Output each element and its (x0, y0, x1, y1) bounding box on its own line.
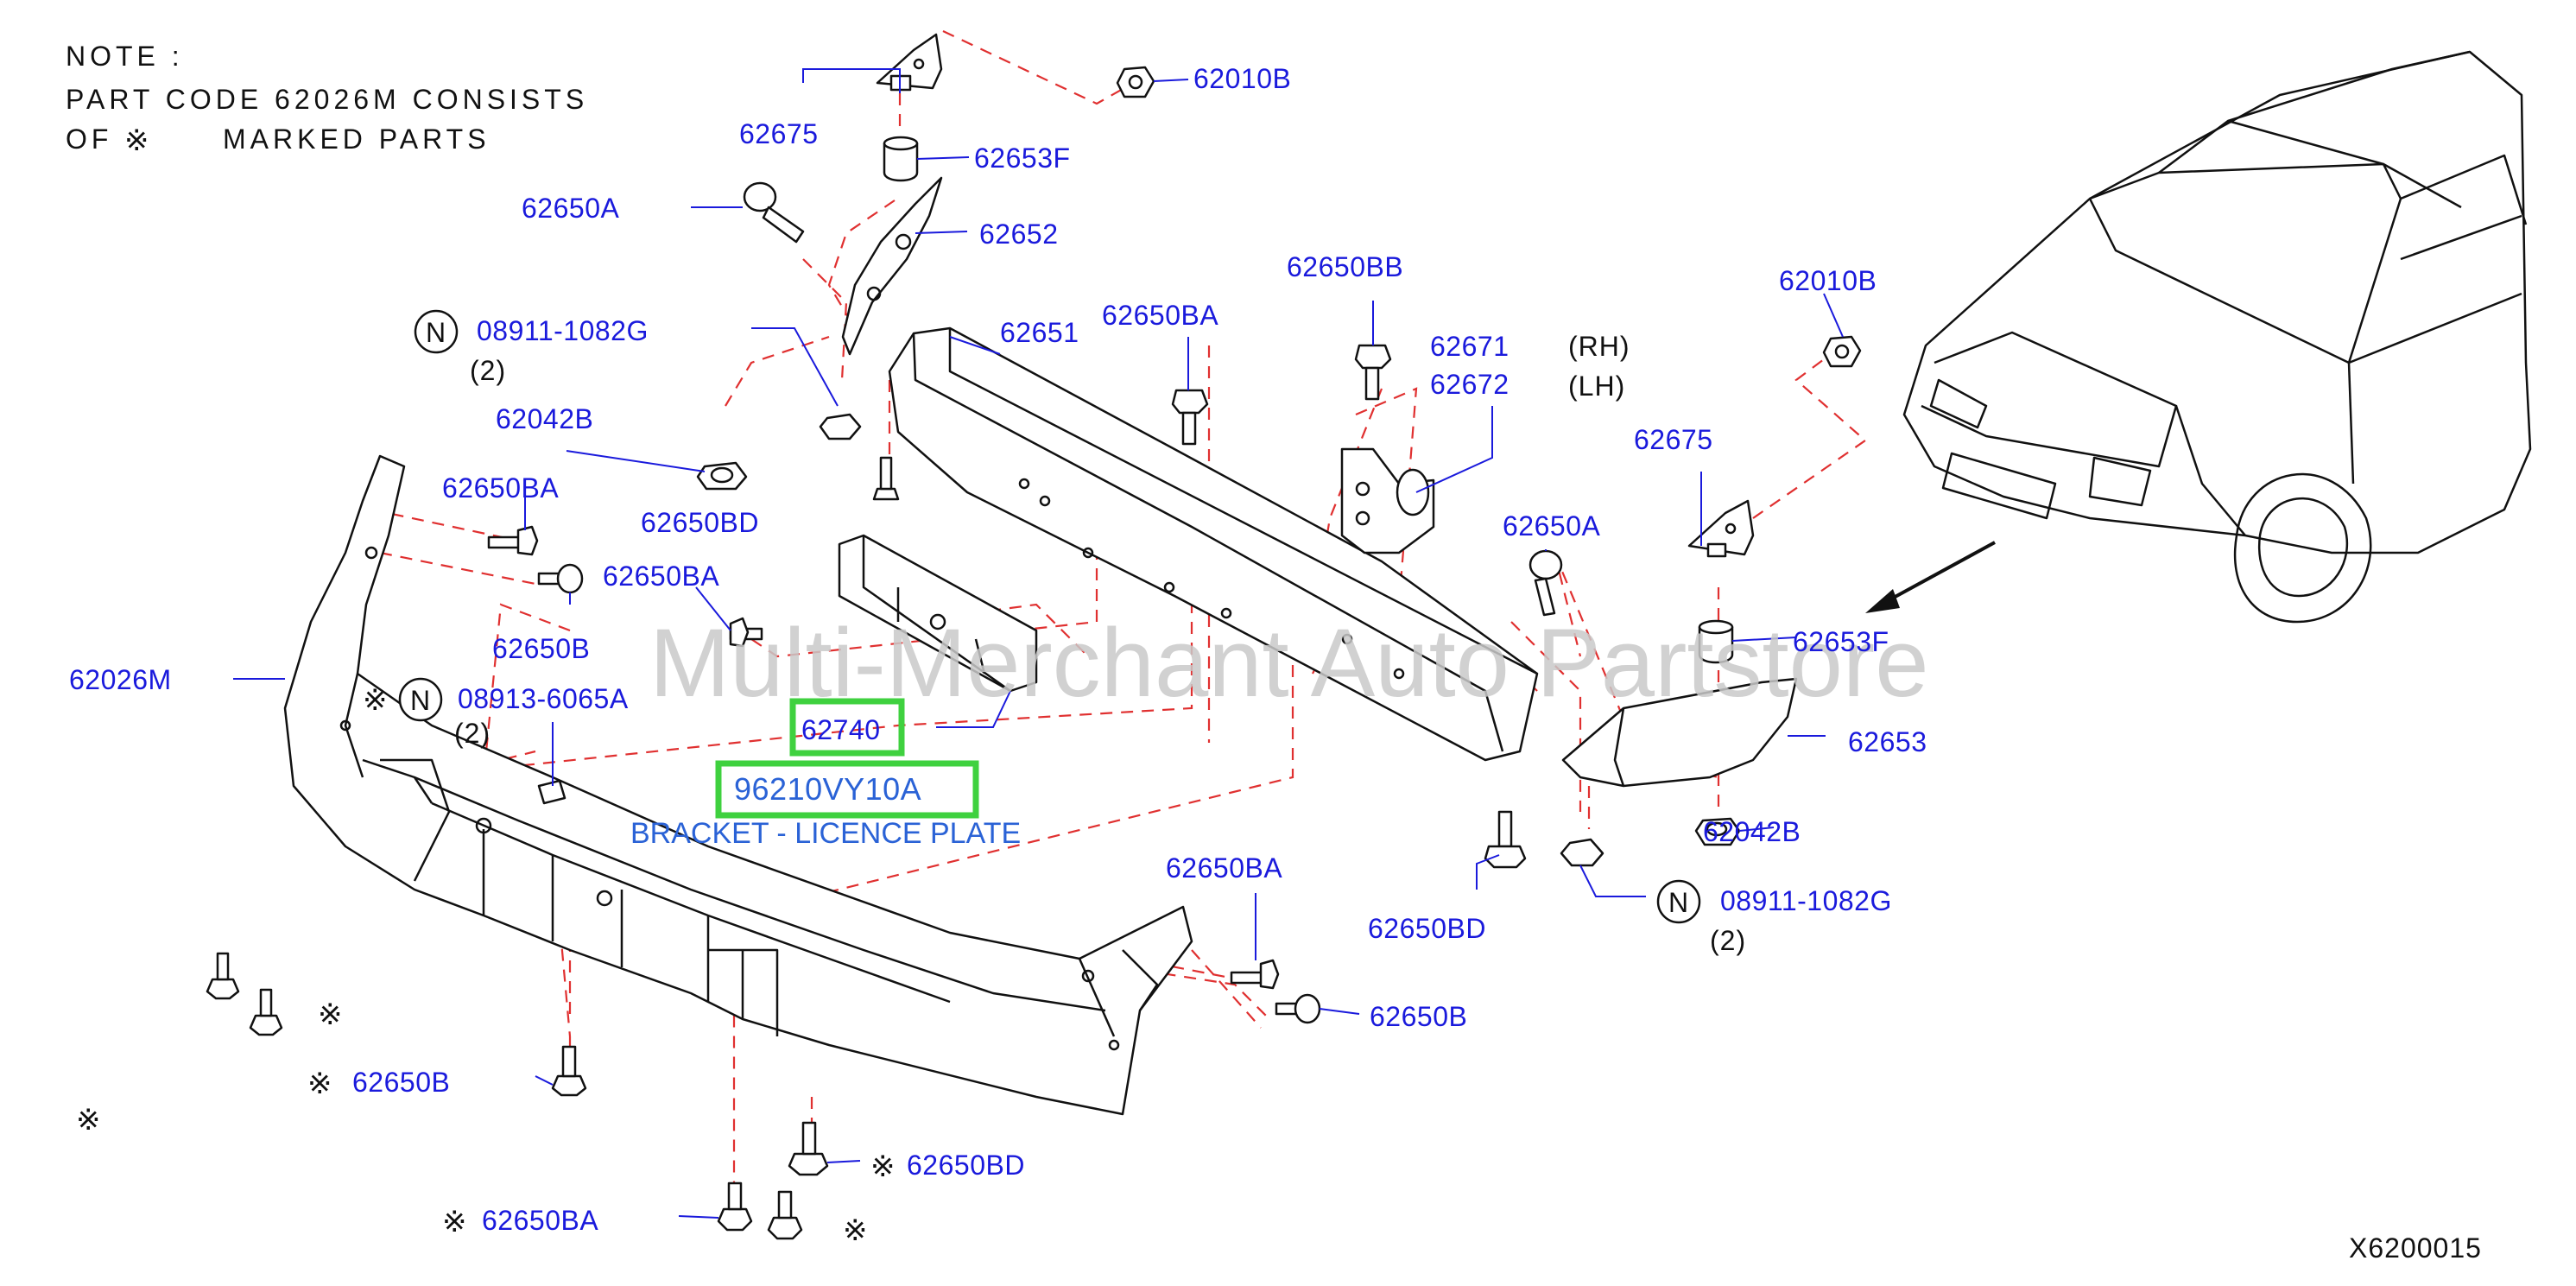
nut-62010B-top (1116, 66, 1155, 98)
label-62650A-right[interactable]: 62650A (1503, 510, 1600, 542)
nut-62042B-right (1694, 817, 1741, 846)
n-symbol-text-1: N (426, 317, 446, 348)
bolt-62650B-left-1 (537, 563, 584, 594)
label-96210VY10A[interactable]: 96210VY10A (734, 771, 921, 807)
label-08913-6065A[interactable]: 08913-6065A (458, 683, 629, 714)
nut-62010B-right (1822, 335, 1862, 368)
bolt-62650BD-bottom (788, 1121, 829, 1176)
label-62650BA-4[interactable]: 62650BA (1166, 852, 1282, 884)
bolt-marked-2 (249, 988, 283, 1036)
label-62010B-top[interactable]: 62010B (1193, 63, 1291, 94)
bracket-62652 (841, 176, 943, 356)
label-62675-right[interactable]: 62675 (1634, 424, 1712, 455)
watermark-text: Multi-Merchant Auto Partstore (649, 609, 1928, 717)
note-line-2: PART CODE 62026M CONSISTS (66, 84, 588, 115)
label-62650BD-2[interactable]: 62650BD (1368, 913, 1486, 944)
screw-62650A-right (1529, 549, 1563, 617)
diagram-code: X6200015 (2349, 1232, 2482, 1264)
label-62650A-top[interactable]: 62650A (522, 193, 619, 224)
label-62650BD-1[interactable]: 62650BD (641, 507, 759, 538)
highlight-box-62740 (789, 698, 905, 757)
marker-icon-b: ※ (76, 1104, 101, 1137)
label-62740[interactable]: 62740 (801, 714, 880, 745)
label-62651[interactable]: 62651 (1000, 317, 1079, 348)
bolt-62650BD-right (1484, 810, 1527, 869)
qty-08911-top: (2) (470, 355, 506, 386)
highlight-box-96210VY10A (715, 760, 979, 819)
direction-arrow-icon (1865, 541, 1996, 613)
label-62650BB[interactable]: 62650BB (1287, 251, 1403, 282)
note-marker-icon: ※ (124, 124, 149, 157)
bracket-62671-62672 (1340, 447, 1435, 554)
label-62650B-1[interactable]: 62650B (492, 633, 590, 664)
qty-08911-right: (2) (1710, 925, 1746, 956)
callout-leader-lines (233, 68, 1844, 1219)
marker-icon-a: ※ (318, 998, 343, 1031)
qty-08913: (2) (454, 718, 491, 749)
vehicle-outline-icon (1902, 50, 2532, 624)
side-rh: (RH) (1568, 331, 1630, 362)
reinforcement-62740 (838, 534, 1038, 693)
nut-62042B-top (696, 461, 748, 491)
label-62675-top[interactable]: 62675 (739, 118, 818, 149)
n-symbol-icon-1 (414, 309, 459, 354)
label-62650B-2[interactable]: 62650B (1370, 1001, 1467, 1032)
label-62650B-3[interactable]: 62650B (352, 1067, 450, 1098)
note-line-1: NOTE : (66, 41, 184, 72)
bracket-62675-top (876, 33, 943, 92)
label-62042B-right[interactable]: 62042B (1703, 816, 1801, 847)
label-62042B-top[interactable]: 62042B (496, 403, 593, 434)
note-line-3-suffix: MARKED PARTS (223, 124, 491, 155)
label-62010B-right[interactable]: 62010B (1779, 265, 1877, 296)
bolt-62650BA-left-2 (729, 617, 763, 648)
bolt-marked-3 (767, 1190, 803, 1240)
marker-icon-62650BA: ※ (442, 1206, 467, 1238)
rubber-62653F-top (883, 136, 919, 182)
marker-icon-62650BD: ※ (870, 1150, 896, 1183)
side-lh: (LH) (1568, 371, 1625, 402)
bolt-62650BA-bottom (717, 1181, 753, 1232)
label-62653[interactable]: 62653 (1848, 726, 1927, 757)
label-62026M[interactable]: 62026M (69, 664, 172, 695)
label-bracket-licence-plate: BRACKET - LICENCE PLATE (630, 817, 1021, 850)
clip-08911-right (1560, 838, 1604, 867)
label-62650BA-2[interactable]: 62650BA (603, 561, 719, 592)
reinforcement-62651 (888, 326, 1539, 762)
n-symbol-text-2: N (410, 685, 431, 716)
bolt-62650BA-right-lower (1230, 959, 1280, 990)
label-62653F-right[interactable]: 62653F (1793, 626, 1889, 657)
label-62650BA-3[interactable]: 62650BA (1102, 300, 1218, 331)
n-symbol-icon-3 (1656, 879, 1701, 924)
label-62650BA-1[interactable]: 62650BA (442, 472, 559, 504)
label-08911-1082G-right[interactable]: 08911-1082G (1720, 885, 1892, 916)
bolt-marked-1 (206, 952, 240, 1000)
bolt-62650B-bottom-left (551, 1045, 587, 1097)
n-symbol-text-3: N (1668, 887, 1689, 918)
bracket-62675-right (1687, 499, 1755, 558)
label-62671[interactable]: 62671 (1430, 331, 1509, 362)
marker-icon-c: ※ (843, 1214, 868, 1247)
bolt-62650BB (1354, 344, 1392, 401)
label-62652[interactable]: 62652 (979, 219, 1058, 250)
rubber-62653F-right (1698, 619, 1734, 664)
screw-62650A-top (743, 181, 805, 244)
label-62672[interactable]: 62672 (1430, 369, 1509, 400)
note-line-3-prefix: OF (66, 124, 112, 155)
bolt-62650BA-middle (1171, 389, 1209, 446)
bolt-62650BA-left-1 (487, 525, 539, 556)
marker-icon-08913: ※ (363, 684, 388, 717)
bolt-62650BD-top (872, 456, 900, 501)
bolt-62650B-right-lower (1275, 993, 1321, 1024)
n-symbol-icon-2 (398, 677, 443, 722)
label-62653F-top[interactable]: 62653F (974, 143, 1071, 174)
label-62650BA-5[interactable]: 62650BA (482, 1205, 598, 1236)
marker-icon-62650B: ※ (307, 1067, 332, 1100)
clip-08911-top (819, 413, 862, 440)
side-cover-62653 (1561, 677, 1798, 788)
label-08911-1082G-top[interactable]: 08911-1082G (477, 315, 649, 346)
label-62650BD-3[interactable]: 62650BD (907, 1150, 1025, 1181)
